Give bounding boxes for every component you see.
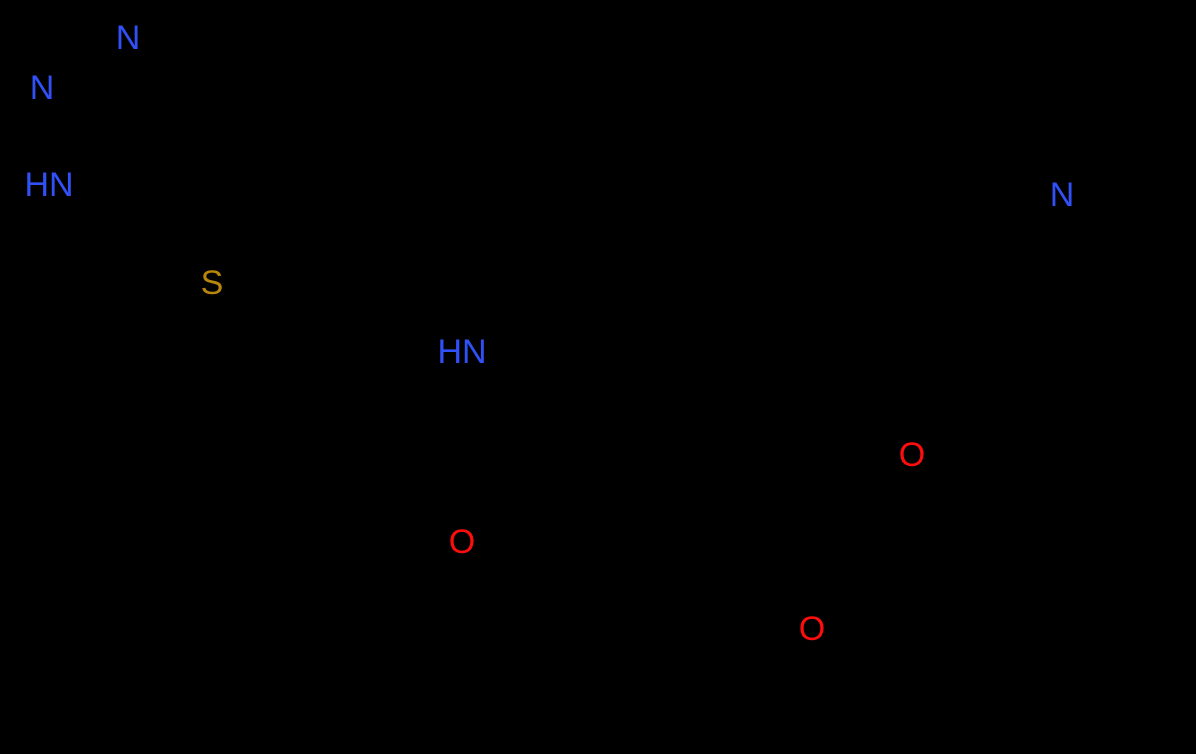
atom-nh-amide: HN bbox=[437, 333, 487, 371]
atom-s-thioether: S bbox=[200, 264, 224, 302]
atom-o-ether: O bbox=[898, 436, 926, 474]
atom-o-methoxy: O bbox=[798, 610, 826, 648]
atom-n2-triazole: N bbox=[29, 69, 55, 107]
atom-n1-triazole: N bbox=[115, 19, 141, 57]
atom-n-pyridine: N bbox=[1049, 176, 1075, 214]
atom-nh-triazole: HN bbox=[24, 166, 74, 204]
atom-o-carbonyl: O bbox=[448, 523, 476, 561]
